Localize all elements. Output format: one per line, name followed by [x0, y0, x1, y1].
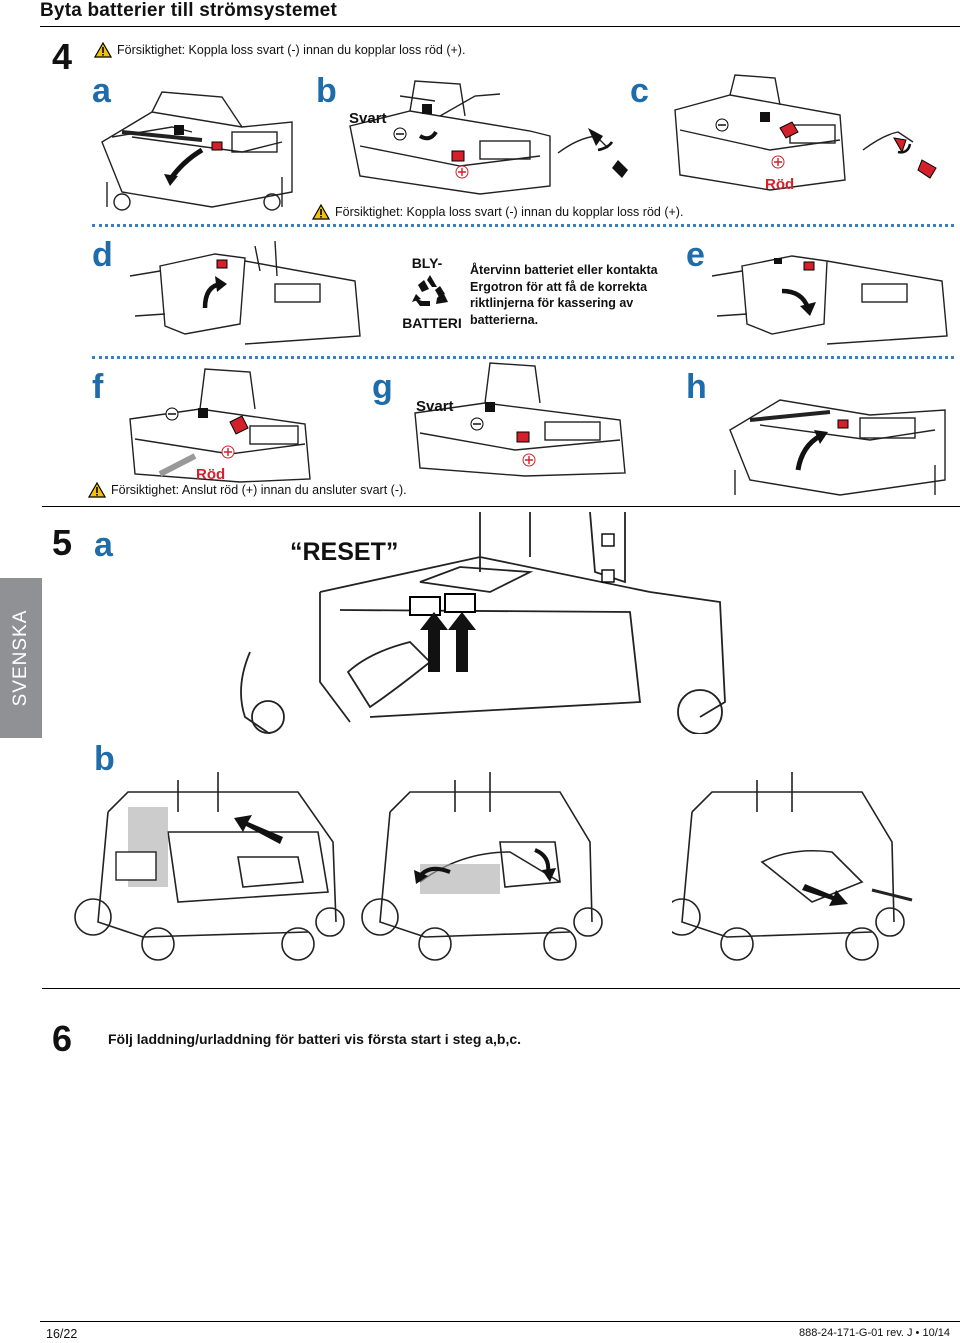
language-tab: SVENSKA	[0, 578, 42, 738]
illustration-5a	[230, 512, 730, 734]
label-4f-rod: Röd	[196, 466, 226, 483]
footer-divider	[40, 1321, 960, 1322]
warning-icon	[88, 482, 106, 498]
step-6-text: Följ laddning/urladdning för batteri vis…	[108, 1031, 522, 1047]
warning-bottom-text: Försiktighet: Anslut röd (+) innan du an…	[111, 483, 407, 497]
illustration-5b-1	[68, 772, 358, 962]
warning-icon	[312, 204, 330, 220]
recycle-info-line: Ergotron för att få de korrekta	[470, 279, 648, 294]
recycle-bottom-text: BATTERI	[402, 315, 462, 331]
step-6-number: 6	[52, 1018, 73, 1059]
document-number: 888-24-171-G-01 rev. J • 10/14	[798, 1327, 950, 1339]
illustration-4b	[340, 76, 560, 196]
step-4g-letter: g	[372, 368, 393, 406]
step-4h-letter: h	[686, 368, 707, 406]
step-4d-letter: d	[92, 236, 113, 274]
recycle-top-text: BLY-	[411, 255, 443, 271]
warning-icon	[94, 42, 112, 58]
step-4c-letter: c	[630, 72, 649, 110]
recycle-info-line: batterierna.	[470, 312, 539, 327]
step-5-number: 5	[52, 522, 73, 563]
step-4f-letter: f	[92, 368, 104, 406]
warning-mid: Försiktighet: Koppla loss svart (-) inna…	[312, 204, 683, 220]
warning-top-text: Försiktighet: Koppla loss svart (-) inna…	[117, 43, 466, 57]
recycle-info: Återvinn batteriet eller kontakta Ergotr…	[470, 262, 690, 328]
recycle-icon	[410, 272, 450, 312]
step-4e-letter: e	[686, 236, 705, 274]
label-4c-rod: Röd	[765, 176, 795, 193]
warning-bottom: Försiktighet: Anslut röd (+) innan du an…	[88, 482, 407, 498]
step-divider-5-6	[42, 988, 960, 989]
dotted-separator-1	[92, 224, 954, 227]
illustration-4g	[405, 358, 635, 478]
step-5b-letter: b	[94, 740, 115, 778]
step-5a-letter: a	[94, 526, 113, 564]
step-divider-4-5	[42, 506, 960, 507]
step-4a-letter: a	[92, 72, 111, 110]
warning-mid-text: Försiktighet: Koppla loss svart (-) inna…	[335, 205, 684, 219]
warning-top: Försiktighet: Koppla loss svart (-) inna…	[94, 42, 465, 58]
recycle-info-line: Återvinn batteriet eller kontakta	[470, 263, 658, 277]
illustration-4d	[125, 236, 365, 351]
illustration-4a	[92, 82, 302, 212]
illustration-4b-detail	[548, 108, 648, 188]
illustration-4h	[720, 370, 955, 498]
illustration-4c	[670, 70, 850, 195]
reset-label: “RESET”	[290, 538, 399, 566]
title-divider	[40, 26, 960, 27]
dotted-separator-2	[92, 356, 954, 359]
illustration-4e	[712, 236, 952, 351]
page-title: Byta batterier till strömsystemet	[40, 0, 337, 21]
language-tab-label: SVENSKA	[10, 609, 31, 707]
page-number: 16/22	[46, 1327, 78, 1341]
illustration-5b-2	[360, 772, 610, 962]
step-4-number: 4	[52, 36, 73, 77]
recycle-info-line: riktlinjerna för kassering av	[470, 296, 634, 310]
label-4g-svart: Svart	[416, 398, 454, 415]
illustration-5b-3	[672, 772, 942, 962]
step-4b-letter: b	[316, 72, 337, 110]
illustration-4f	[120, 364, 320, 484]
label-4b-svart: Svart	[349, 110, 387, 127]
illustration-4c-detail	[858, 110, 958, 190]
